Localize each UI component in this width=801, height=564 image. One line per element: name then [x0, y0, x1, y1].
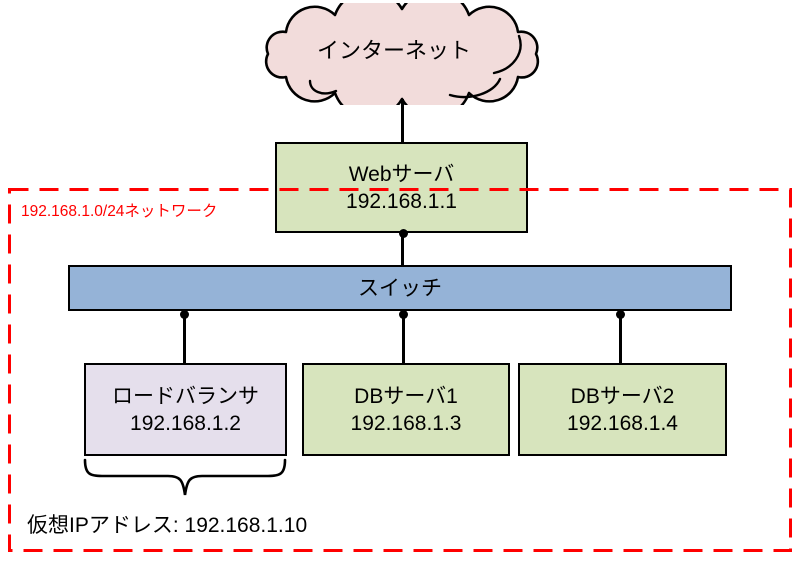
web-server-name: Webサーバ [348, 162, 455, 186]
virtual-ip-label: 仮想IPアドレス: 192.168.1.10 [27, 514, 308, 537]
db-server-2-node: DBサーバ2 192.168.1.4 [518, 363, 727, 456]
db-server-2-name: DBサーバ2 [570, 384, 675, 408]
db-server-1-ip: 192.168.1.3 [350, 411, 462, 435]
virtual-ip-brace [83, 458, 287, 496]
connection-dot-db2 [616, 310, 625, 319]
load-balancer-node: ロードバランサ 192.168.1.2 [84, 363, 287, 456]
connection-dot-lb [180, 310, 189, 319]
connector-cloud-web [401, 99, 404, 143]
switch-name: スイッチ [358, 276, 442, 300]
switch-node: スイッチ [68, 265, 732, 311]
network-boundary-label: 192.168.1.0/24ネットワーク [21, 203, 218, 220]
db-server-1-name: DBサーバ1 [354, 384, 458, 408]
db-server-2-ip: 192.168.1.4 [567, 411, 678, 435]
load-balancer-ip: 192.168.1.2 [130, 411, 241, 435]
connection-dot-web [399, 229, 408, 238]
internet-cloud [264, 3, 540, 105]
internet-cloud-label: インターネット [316, 38, 471, 63]
connection-dot-db1 [399, 310, 408, 319]
web-server-ip: 192.168.1.1 [346, 189, 457, 213]
db-server-1-node: DBサーバ1 192.168.1.3 [302, 363, 510, 456]
load-balancer-name: ロードバランサ [112, 384, 259, 408]
web-server-node: Webサーバ 192.168.1.1 [275, 142, 528, 233]
